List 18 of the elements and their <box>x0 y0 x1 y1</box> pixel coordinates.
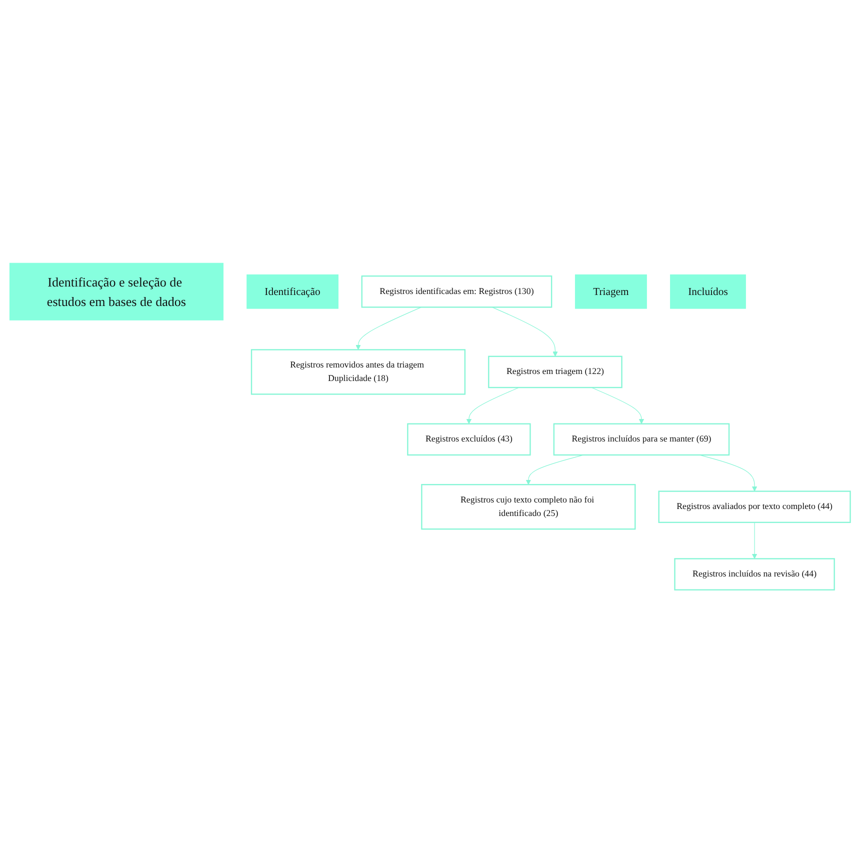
node-box: Registros em triagem (122) <box>488 356 622 388</box>
arrow <box>492 306 558 357</box>
arrow <box>699 454 758 492</box>
node-box: Registros cujo texto completo não foi identificado (25) <box>421 484 636 530</box>
node-box: Registros removidos antes da triagem Duplicidade (18) <box>250 349 466 395</box>
arrow <box>752 522 758 559</box>
node-box: Registros excluídos (43) <box>407 423 531 456</box>
arrow <box>356 306 422 350</box>
node-box: Registros incluídos para se manter (69) <box>553 423 730 456</box>
node-box: Registros avaliados por texto completo (44) <box>658 490 851 523</box>
node-box: Incluídos <box>670 274 746 309</box>
arrow <box>526 454 584 485</box>
arrow <box>591 387 644 424</box>
node-box: Registros identificadas em: Registros (130) <box>361 275 552 308</box>
node-box: Triagem <box>574 274 647 309</box>
node-box: Registros incluídos na revisão (44) <box>674 558 835 590</box>
node-box: Identificação <box>246 274 338 309</box>
node-box: Identificação e seleção de estudos em bases de dados <box>9 262 224 320</box>
